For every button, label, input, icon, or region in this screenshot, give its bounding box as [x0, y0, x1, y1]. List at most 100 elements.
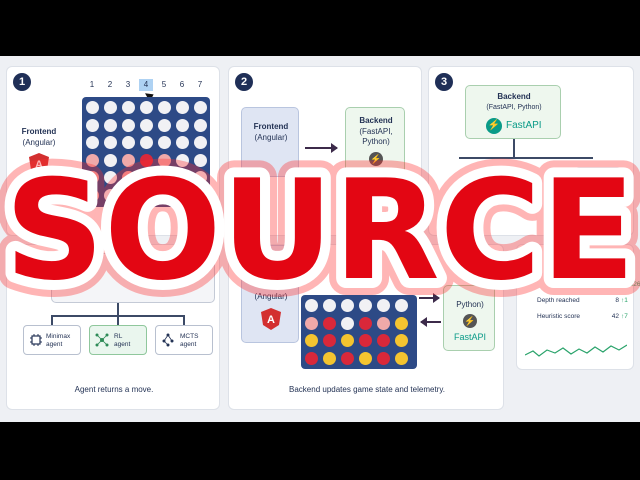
board-slot	[305, 334, 318, 347]
board-slot	[305, 316, 318, 330]
frontend-subtitle: (Angular)	[22, 138, 56, 147]
panel-update: (Angular) A Python) ⚡ FastAPI Backend up…	[228, 244, 504, 410]
telemetry-label: Heuristic score	[537, 313, 580, 320]
column-number[interactable]: 2	[107, 80, 113, 89]
fastapi-logo-icon: ⚡	[486, 118, 502, 134]
board-slot	[194, 101, 207, 114]
board-slot	[122, 188, 135, 202]
minimax-agent-box: Minimax agent	[23, 325, 81, 355]
board-slot	[395, 334, 408, 347]
board-slot	[176, 101, 189, 114]
board-slot	[104, 188, 117, 202]
panel3-caption-tail: ent.	[616, 219, 630, 228]
board-slot	[158, 118, 171, 132]
board-slot	[158, 136, 171, 149]
frontend-box-title: Frontend	[253, 122, 289, 131]
board-slot	[140, 118, 153, 132]
board-slot	[305, 351, 318, 365]
backend-main-subtitle: (FastAPI, Python)	[486, 104, 542, 111]
board-slot	[341, 299, 354, 312]
board-slot	[305, 299, 318, 312]
backend-box: Backend (FastAPI, Python) ⚡	[345, 107, 405, 177]
board-slot	[194, 171, 207, 184]
step-number-1: 1	[13, 73, 31, 91]
telemetry-delta: ↑7	[621, 313, 628, 320]
board-slot	[377, 351, 390, 365]
agent-connector-vertical	[117, 303, 119, 315]
board-slot	[194, 118, 207, 132]
board-slot	[194, 188, 207, 202]
svg-text:A: A	[267, 314, 275, 326]
board-slot	[104, 101, 117, 114]
telemetry-label: Depth reached	[537, 297, 580, 304]
tree-icon	[162, 333, 174, 347]
board-slot	[104, 153, 117, 167]
step-number-4: 4	[13, 251, 31, 269]
board-slot	[341, 351, 354, 365]
mcts-agent-line1: MCTS	[592, 175, 611, 182]
mcts-agent4-line2: agent	[180, 341, 197, 348]
panel5-caption: Backend updates game state and telemetry…	[289, 385, 445, 394]
mcts-agent-box-4: MCTS agent	[155, 325, 213, 355]
telemetry-value: 8	[615, 297, 619, 304]
rl-agent-line1: RL	[114, 333, 123, 340]
board-slot	[140, 188, 153, 202]
board-slot	[86, 101, 99, 114]
angular-icon: A	[29, 153, 49, 175]
board-slot	[158, 188, 171, 202]
fastapi-label: FastAPI	[506, 120, 542, 131]
board-slot	[176, 118, 189, 132]
board-slot	[140, 136, 153, 149]
board-slot	[359, 299, 372, 312]
agent-connector-left	[51, 315, 53, 325]
board-slot	[176, 153, 189, 167]
mcts-agent4-line1: MCTS	[180, 333, 199, 340]
board-slot	[377, 316, 390, 330]
frontend-box5-subtitle: (Angular)	[254, 292, 288, 301]
board-slot	[359, 351, 372, 365]
board-slot	[323, 316, 336, 330]
fastapi-bolt-icon: ⚡	[369, 152, 383, 166]
column-number[interactable]: 5	[161, 80, 167, 89]
telemetry-delta: 5	[621, 265, 625, 272]
telemetry-value: 12,458	[599, 281, 619, 288]
board-slot	[86, 171, 99, 184]
connector-line	[513, 139, 515, 157]
telemetry-value: 23	[611, 265, 619, 272]
board-slot	[122, 153, 135, 167]
agent-connector-mid	[117, 315, 119, 325]
backend-main-title: Backend	[497, 92, 531, 101]
frontend-box-5: (Angular) A	[241, 245, 299, 343]
column-number[interactable]: 4	[143, 80, 149, 89]
column-number[interactable]: 3	[125, 80, 131, 89]
board-slot	[341, 316, 354, 330]
board-slot	[176, 171, 189, 184]
svg-text:A: A	[35, 159, 43, 171]
backend-box-title: Backend	[359, 116, 393, 125]
response-arrow	[419, 293, 440, 303]
board-slot	[158, 171, 171, 184]
frontend-box-subtitle: (Angular)	[254, 133, 288, 142]
board-slot	[341, 334, 354, 347]
column-number[interactable]: 7	[197, 80, 203, 89]
board-slot	[104, 171, 117, 184]
board-slot	[140, 101, 153, 114]
board-slot	[194, 136, 207, 149]
angular-icon: A	[261, 308, 281, 330]
game-board[interactable]	[82, 97, 210, 207]
column-number[interactable]: 6	[179, 80, 185, 89]
board-slot	[323, 334, 336, 347]
rl-agent-box: RL agent	[89, 325, 147, 355]
telemetry-delta: ↑1	[621, 297, 628, 304]
agent-connector-right	[183, 315, 185, 325]
board-slot	[104, 118, 117, 132]
board-slot	[122, 171, 135, 184]
board-slot	[194, 153, 207, 167]
panel4-caption: Agent returns a move.	[74, 385, 154, 394]
minimax-agent-line2: agent	[46, 341, 63, 348]
mcts-agent-box: MCTS agent	[575, 167, 621, 197]
column-number[interactable]: 1	[89, 80, 95, 89]
board-slot	[86, 188, 99, 202]
column-highlight	[139, 79, 153, 91]
